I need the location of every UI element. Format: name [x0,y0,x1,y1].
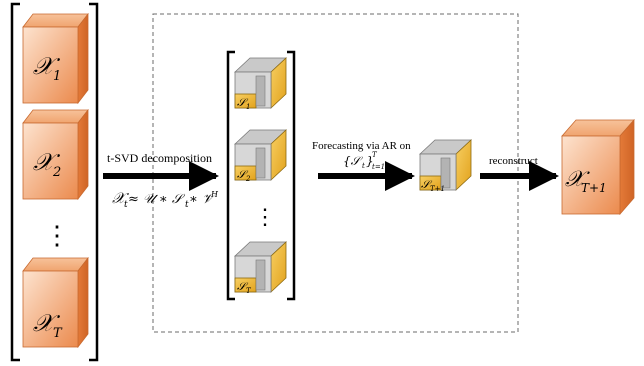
output-tensor: 𝒳 T+1 [561,118,635,216]
left-ellipsis: ⋮ [44,221,70,250]
predicted-core-sub: T+1 [430,185,445,193]
core-tensor-T: 𝒮 T [233,241,288,295]
predicted-core-tensor: 𝒮 T+1 [418,139,473,193]
core-tensor-2: 𝒮 2 [233,129,288,183]
core-tensor-1: 𝒮 1 [233,57,288,111]
left-tensor-T-sub: T [53,326,63,341]
forecast-set-close-sub: t=1 [372,163,385,171]
tsvd-label: t-SVD decomposition [107,151,212,165]
core-tensor-1-sub: 1 [246,103,250,111]
tsvd-formula-lhs: 𝒳 [112,189,129,207]
tsvd-formula-rhs: ≈ 𝒰 ∗ 𝒮 [128,192,186,207]
forecast-set-sub: t [362,162,365,170]
tsvd-formula: 𝒳 t ≈ 𝒰 ∗ 𝒮 t ∗ 𝒱 H [112,189,219,210]
forecast-set-notation: {𝒮 t } t=1 T [343,151,385,171]
forecast-set-close-sup: T [372,151,378,159]
tsvd-formula-tail: ∗ 𝒱 [189,192,217,207]
forecast-set-open: {𝒮 [343,154,364,168]
output-tensor-sub: T+1 [581,181,607,195]
left-tensor-2-sub: 2 [52,165,61,180]
forecast-label: Forecasting via AR on [312,140,411,152]
left-bracket [10,2,99,362]
tsvd-formula-tail-sup: H [210,190,219,199]
tsvd-formula-rhs-sub: t [185,200,189,210]
reconstruct-label: reconstruct [489,155,538,167]
forecast-set-close: } [366,154,374,168]
core-ellipsis: ⋮ [254,204,276,229]
core-tensor-T-sub: T [246,287,252,295]
left-tensor-1-sub: 1 [53,69,61,84]
core-tensor-2-sub: 2 [245,175,251,183]
left-tensor-2: 𝒳 2 [22,108,89,201]
left-tensor-1: 𝒳 1 [22,12,89,105]
left-tensor-T: 𝒳 T [22,256,89,349]
core-bracket [226,50,296,301]
tsvd-formula-lhs-sub: t [124,200,128,210]
